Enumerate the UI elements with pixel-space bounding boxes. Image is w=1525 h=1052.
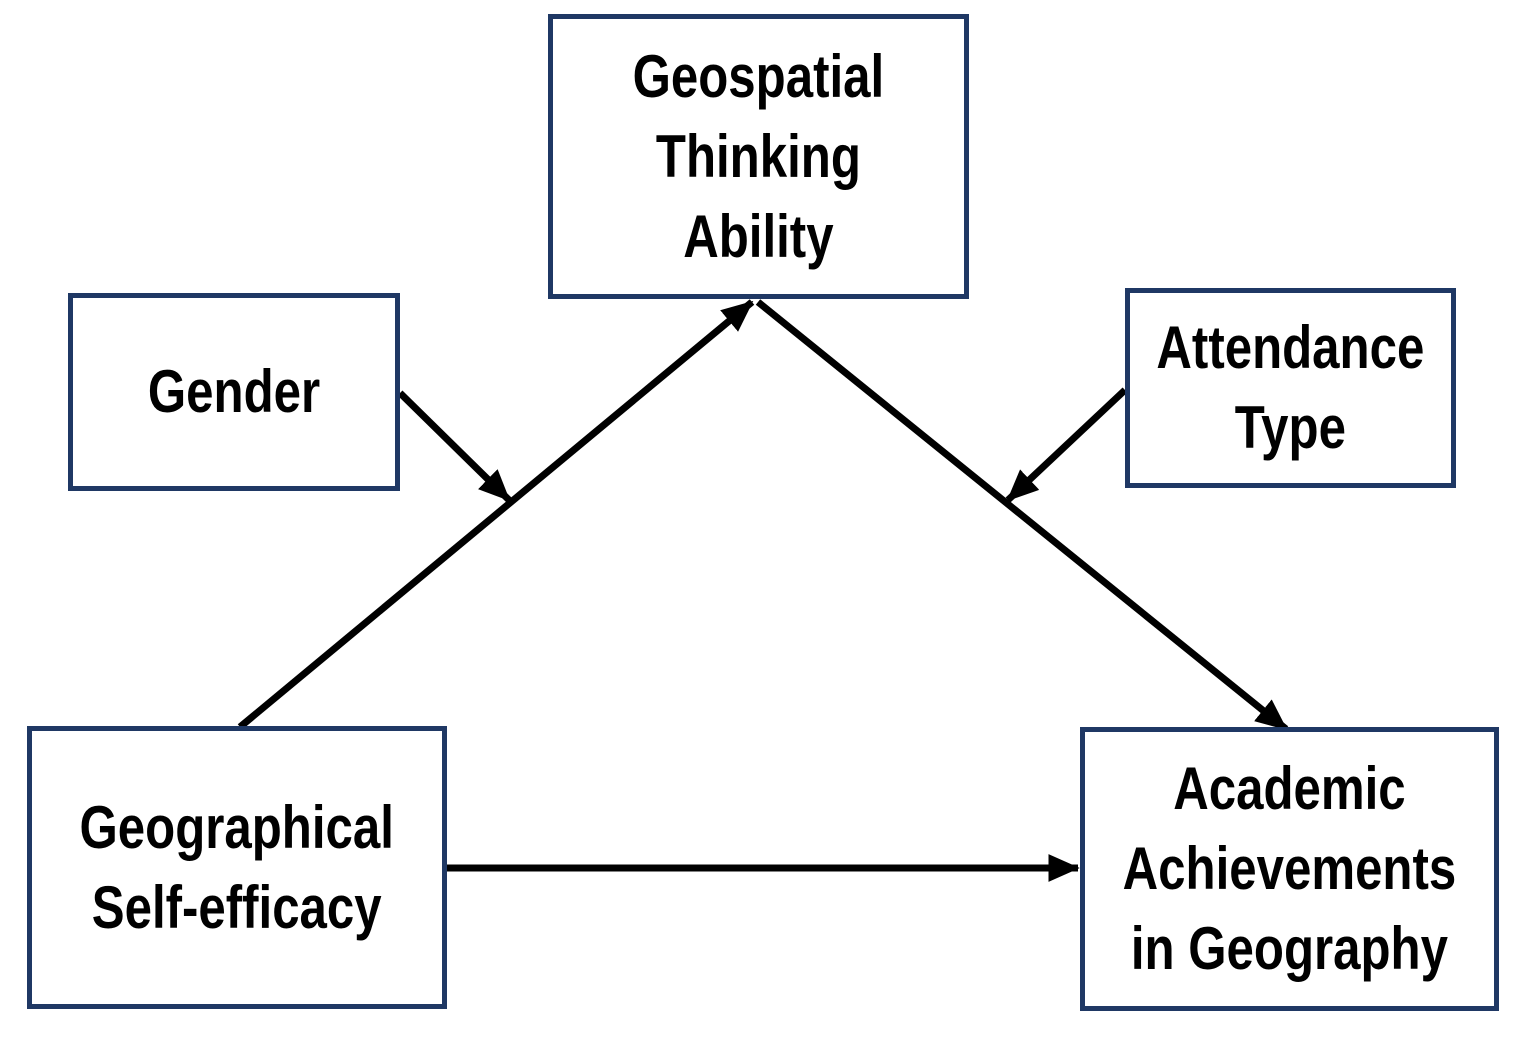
arrow-gender-moderator <box>397 390 512 503</box>
node-geographical-self-efficacy: Geographical Self-efficacy <box>27 726 447 1009</box>
label-line: Self-efficacy <box>92 873 382 941</box>
node-label: Attendance Type <box>1157 308 1425 468</box>
label-line: Ability <box>683 202 834 270</box>
label-line: Academic <box>1173 755 1406 822</box>
node-label: Geographical Self-efficacy <box>80 788 394 948</box>
node-gender: Gender <box>68 293 400 491</box>
label-line: Attendance <box>1156 314 1425 381</box>
node-label: Gender <box>148 352 320 432</box>
label-line: Geographical <box>79 793 395 861</box>
node-attendance-type: Attendance Type <box>1125 288 1456 488</box>
label-line: Achievements <box>1122 835 1457 902</box>
node-geospatial-thinking-ability: Geospatial Thinking Ability <box>548 14 969 299</box>
label-line: Geospatial <box>632 42 885 110</box>
label-line: Gender <box>147 358 321 425</box>
label-line: in Geography <box>1130 915 1449 982</box>
node-label: Geospatial Thinking Ability <box>633 37 885 277</box>
node-academic-achievements-in-geography: Academic Achievements in Geography <box>1080 727 1499 1011</box>
arrow-self-efficacy-to-geospatial <box>237 299 755 730</box>
node-label: Academic Achievements in Geography <box>1123 749 1457 989</box>
label-line: Type <box>1234 394 1347 461</box>
label-line: Thinking <box>656 122 861 190</box>
arrow-geospatial-to-academic <box>755 299 1289 732</box>
arrow-attendance-moderator <box>1005 387 1128 503</box>
